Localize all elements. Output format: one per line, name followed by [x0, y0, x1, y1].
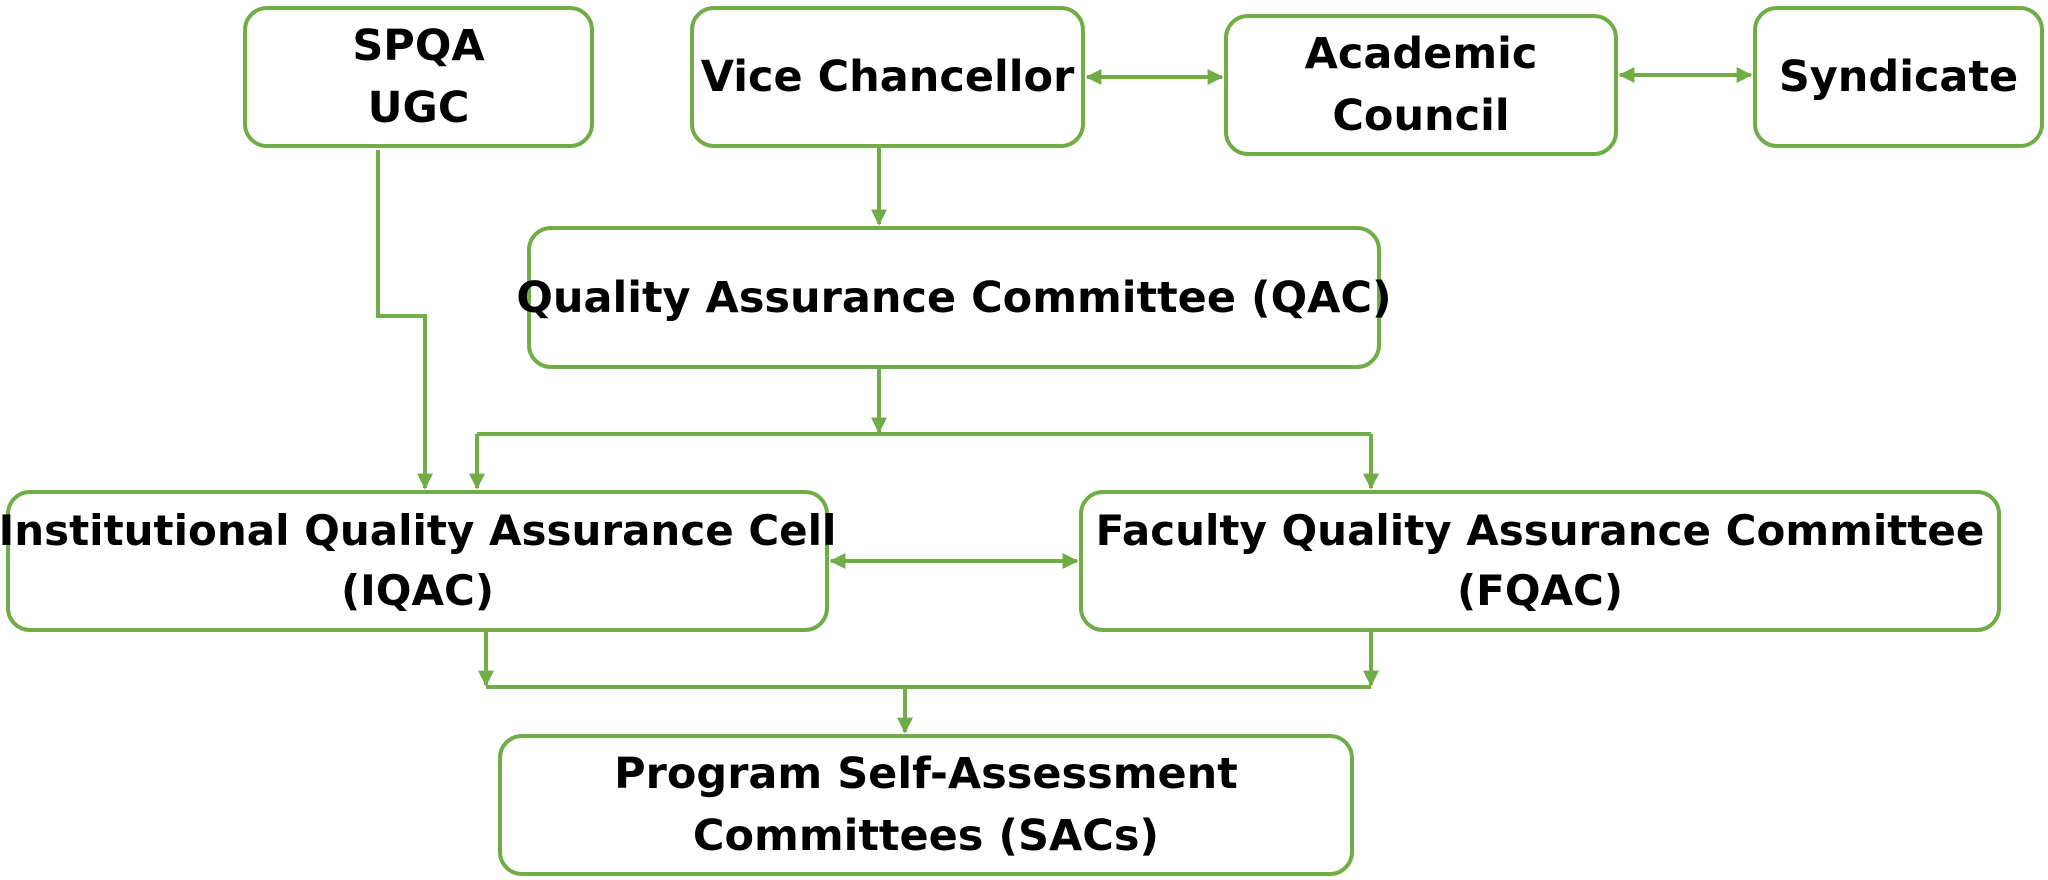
ugc-label: UGC	[367, 83, 470, 133]
sac-label-line1: Program Self-Assessment	[614, 749, 1238, 799]
syndicate-box: Syndicate	[1753, 6, 2044, 148]
academic-council-label-line2: Council	[1332, 91, 1510, 141]
academic-council-label-line1: Academic	[1304, 29, 1538, 79]
syndicate-label: Syndicate	[1778, 52, 2019, 102]
academic-council-box: Academic Council	[1224, 14, 1618, 156]
fqac-box: Faculty Quality Assurance Committee (FQA…	[1079, 490, 2001, 632]
iqac-label-line2: (IQAC)	[340, 566, 495, 615]
iqac-label-line1: Institutional Quality Assurance Cell	[0, 506, 837, 555]
sac-box: Program Self-Assessment Committees (SACs…	[498, 734, 1354, 876]
fqac-label-line2: (FQAC)	[1456, 566, 1624, 615]
iqac-box: Institutional Quality Assurance Cell (IQ…	[0, 490, 836, 632]
vice-chancellor-box: Vice Chancellor	[690, 6, 1085, 148]
vice-chancellor-label: Vice Chancellor	[700, 52, 1075, 102]
spqa-ugc-box: SPQA UGC	[243, 6, 594, 148]
spqa-label: SPQA	[352, 21, 485, 71]
qac-box: Quality Assurance Committee (QAC)	[516, 226, 1392, 369]
edge-spqa-iqac	[376, 150, 433, 490]
sac-label-line2: Committees (SACs)	[692, 811, 1160, 861]
qac-label: Quality Assurance Committee (QAC)	[516, 272, 1392, 323]
fqac-label-line1: Faculty Quality Assurance Committee	[1095, 506, 1985, 555]
